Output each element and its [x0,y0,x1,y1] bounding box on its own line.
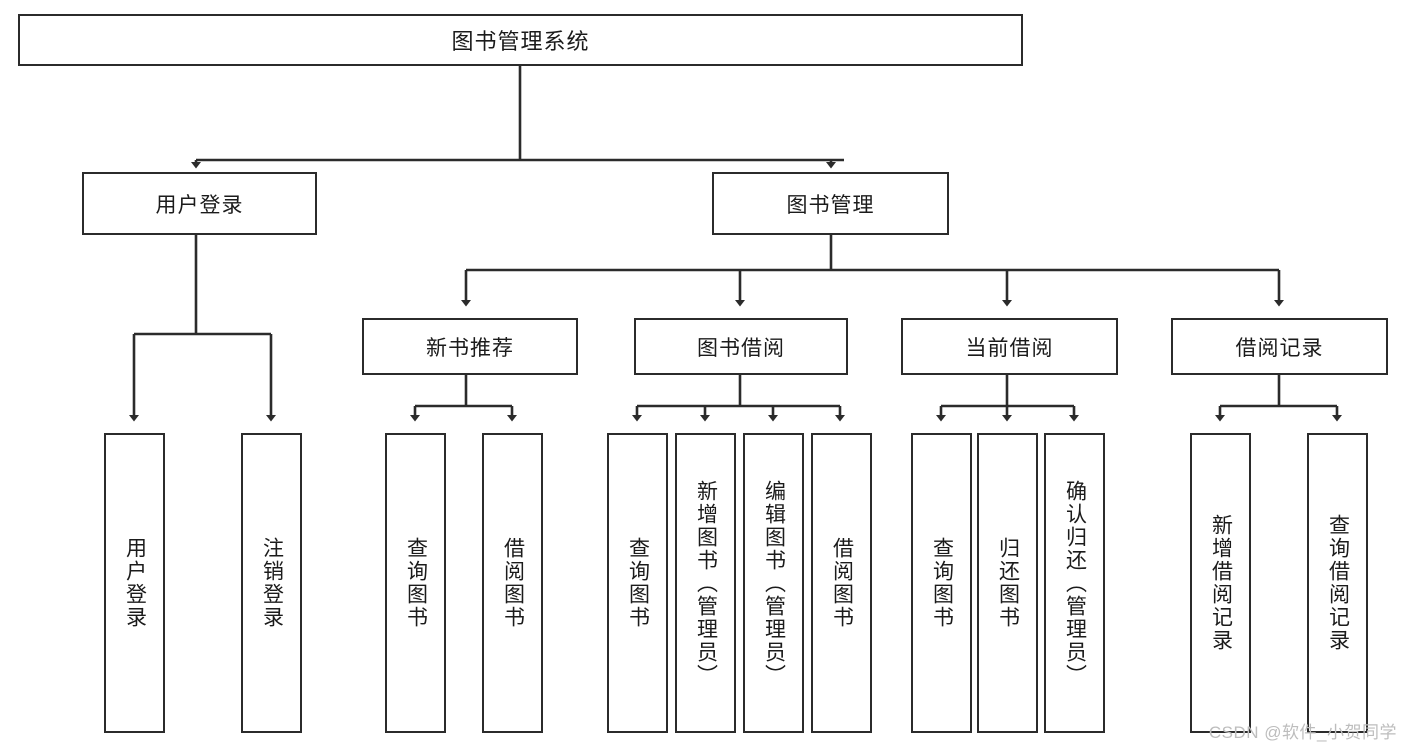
leaf-add-book-admin[interactable]: 新增图书（管理员） [675,433,736,733]
node-label: 用户登录 [155,193,244,217]
node-label: 新增图书（管理员） [694,479,718,687]
node-new-book-recommend[interactable]: 新书推荐 [362,318,578,375]
node-label: 新书推荐 [426,336,514,360]
node-current-borrow[interactable]: 当前借阅 [901,318,1118,375]
leaf-logout[interactable]: 注销登录 [241,433,302,733]
leaf-query-book-current[interactable]: 查询图书 [911,433,972,733]
leaf-return-book[interactable]: 归还图书 [977,433,1038,733]
leaf-add-borrow-record[interactable]: 新增借阅记录 [1190,433,1251,733]
node-borrow-record[interactable]: 借阅记录 [1171,318,1388,375]
watermark: CSDN @软件_小贺同学 [1208,723,1397,742]
node-book-borrow[interactable]: 图书借阅 [634,318,848,375]
node-label: 当前借阅 [965,336,1054,360]
leaf-borrow-book-recommend[interactable]: 借阅图书 [482,433,543,733]
node-label: 新增借阅记录 [1209,514,1233,652]
node-label: 查询图书 [626,537,650,629]
node-user-login[interactable]: 用户登录 [82,172,317,235]
leaf-query-book-recommend[interactable]: 查询图书 [385,433,446,733]
node-label: 图书管理 [786,193,875,217]
node-root-system[interactable]: 图书管理系统 [18,14,1023,66]
node-label: 归还图书 [996,537,1020,629]
node-label: 图书借阅 [697,336,785,360]
leaf-edit-book-admin[interactable]: 编辑图书（管理员） [743,433,804,733]
node-label: 借阅图书 [501,537,525,629]
node-label: 注销登录 [260,537,284,629]
node-label: 查询图书 [930,537,954,629]
leaf-user-login[interactable]: 用户登录 [104,433,165,733]
leaf-query-book-borrow[interactable]: 查询图书 [607,433,668,733]
node-label: 借阅图书 [830,537,854,629]
leaf-confirm-return-admin[interactable]: 确认归还（管理员） [1044,433,1105,733]
node-label: 借阅记录 [1235,336,1324,360]
leaf-borrow-book[interactable]: 借阅图书 [811,433,872,733]
node-label: 用户登录 [123,537,147,629]
leaf-query-borrow-record[interactable]: 查询借阅记录 [1307,433,1368,733]
node-label: 图书管理系统 [451,29,590,54]
node-label: 确认归还（管理员） [1063,479,1087,687]
node-label: 查询图书 [404,537,428,629]
node-book-management[interactable]: 图书管理 [712,172,949,235]
node-label: 查询借阅记录 [1326,514,1350,652]
node-label: 编辑图书（管理员） [762,479,786,687]
